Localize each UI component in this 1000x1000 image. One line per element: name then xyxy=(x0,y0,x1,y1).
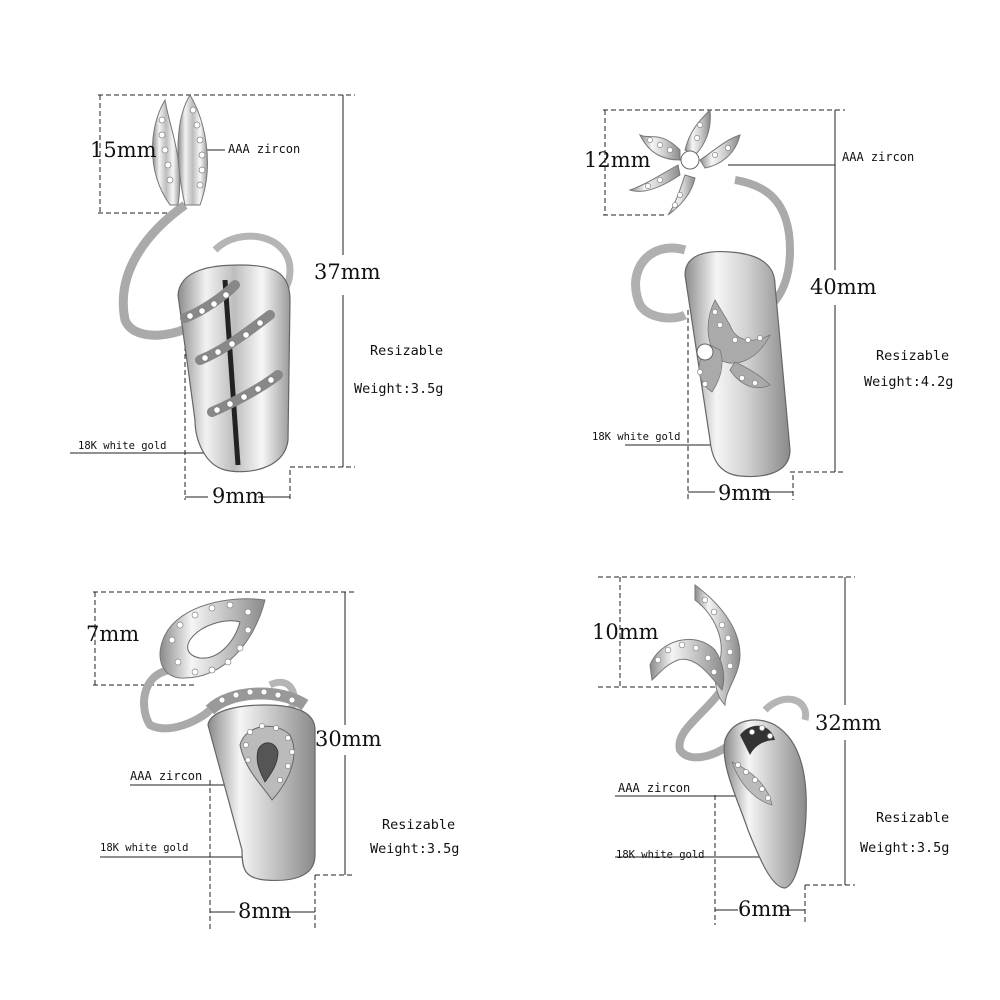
feature-label: Resizable xyxy=(370,343,444,359)
metal-label: 18K white gold xyxy=(100,842,189,854)
metal-label: 18K white gold xyxy=(78,440,167,452)
product-panel-2: 12mm AAA zircon 40mm Resizable Weight:4.… xyxy=(500,0,1000,504)
product-panel-1: 15mm AAA zircon 37mm Resizable Weight:3.… xyxy=(0,0,500,507)
top-height-label: 7mm xyxy=(86,622,140,646)
dimension-lines xyxy=(603,109,845,500)
width-label: 6mm xyxy=(738,897,792,921)
feature-label: Resizable xyxy=(876,810,950,826)
metal-label: 18K white gold xyxy=(592,431,681,443)
weight-label: Weight:3.5g xyxy=(354,381,444,397)
weight-label: Weight:3.5g xyxy=(370,841,460,857)
top-height-label: 15mm xyxy=(90,138,157,162)
total-height-label: 40mm xyxy=(810,275,877,299)
metal-label: 18K white gold xyxy=(616,849,705,861)
stone-label: AAA zircon xyxy=(618,781,691,795)
feature-label: Resizable xyxy=(876,348,950,364)
top-height-label: 12mm xyxy=(584,148,651,172)
feature-label: Resizable xyxy=(382,817,456,833)
ring-2-illustration xyxy=(603,108,845,500)
ring-1-illustration xyxy=(70,94,355,500)
top-height-label: 10mm xyxy=(592,620,659,644)
stone-label: AAA zircon xyxy=(228,142,301,156)
ring-4-illustration xyxy=(598,576,855,925)
stone-label: AAA zircon xyxy=(842,150,915,164)
product-panel-3: 7mm AAA zircon 30mm Resizable Weight:3.5… xyxy=(0,500,500,1000)
width-label: 8mm xyxy=(238,899,292,923)
width-label: 9mm xyxy=(212,484,266,508)
total-height-label: 30mm xyxy=(315,727,382,751)
total-height-label: 32mm xyxy=(815,711,882,735)
ring-3-illustration xyxy=(93,591,355,930)
product-panel-4: 10mm AAA zircon 32mm Resizable Weight:3.… xyxy=(500,500,1000,1000)
weight-label: Weight:3.5g xyxy=(860,840,950,856)
stone-label: AAA zircon xyxy=(130,769,203,783)
weight-label: Weight:4.2g xyxy=(864,374,954,390)
total-height-label: 37mm xyxy=(314,260,381,284)
width-label: 9mm xyxy=(718,481,772,505)
